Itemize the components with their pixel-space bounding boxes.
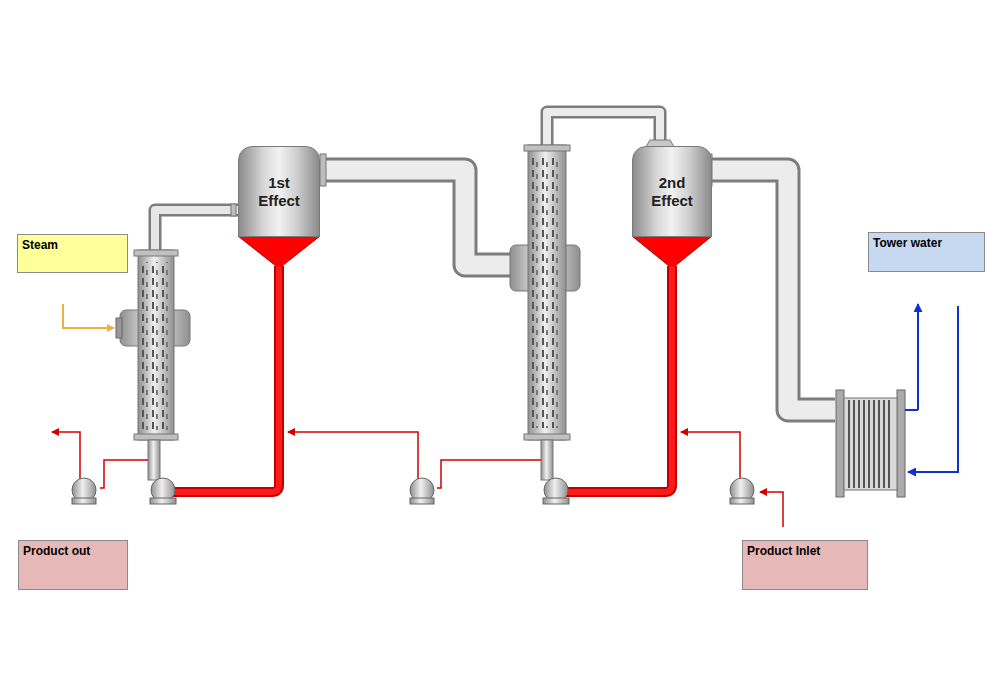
product-out-box: Product out xyxy=(18,540,128,590)
effect-vessel: 1st Effect xyxy=(238,146,320,237)
tower-water-box: Tower water xyxy=(868,232,985,272)
node-text: Tower water xyxy=(873,236,980,250)
product-inlet-box: Product Inlet xyxy=(742,540,868,590)
steam-label-box: Steam xyxy=(17,234,128,273)
node-text: Product out xyxy=(23,544,123,558)
node-text: Steam xyxy=(22,238,123,252)
node-text: 2nd Effect xyxy=(641,174,703,209)
node-text: Product Inlet xyxy=(747,544,863,558)
node-text: 1st Effect xyxy=(248,174,310,209)
effect-vessel: 2nd Effect xyxy=(632,146,712,237)
